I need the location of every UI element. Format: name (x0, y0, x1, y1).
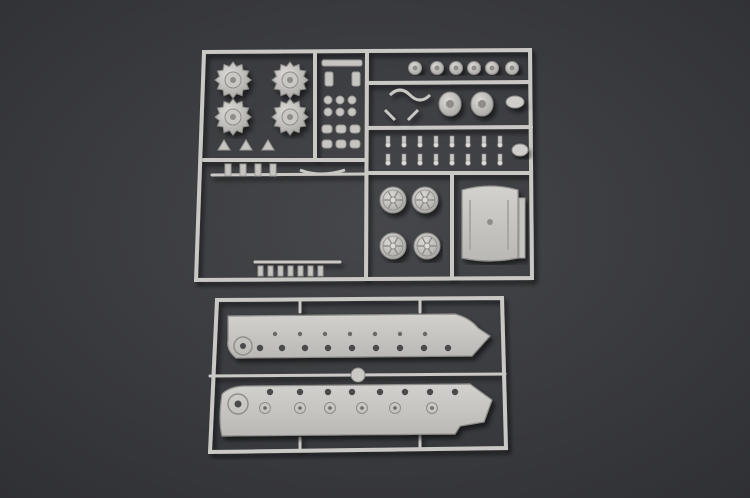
mounting-holes (227, 331, 459, 415)
pin-head (449, 142, 455, 148)
hole (444, 344, 452, 352)
idler-mount (233, 336, 253, 356)
pin-head (497, 160, 503, 166)
bolt (397, 331, 403, 337)
hole (324, 344, 332, 352)
pin-head (401, 160, 407, 166)
bolt (297, 331, 303, 337)
bolt (372, 331, 378, 337)
hole (401, 388, 409, 396)
road-wheels (379, 186, 441, 260)
bolt (422, 331, 428, 337)
hole (426, 388, 434, 396)
hole (324, 388, 332, 396)
bolt (360, 406, 364, 410)
pin-head (497, 142, 503, 148)
fender-part (461, 185, 526, 262)
hole (348, 388, 356, 396)
bolt (298, 406, 302, 410)
roller-hub (509, 65, 515, 71)
hole (296, 388, 304, 396)
hull-side-plates (219, 313, 493, 437)
sprocket-axle (287, 77, 293, 83)
upper-sprue (193, 47, 535, 283)
hole (348, 344, 356, 352)
pin-head (385, 142, 391, 148)
bolt (430, 406, 434, 410)
sprocket-mount (227, 393, 249, 415)
roller-hub (471, 65, 477, 71)
roller-hub (434, 65, 440, 71)
pin-head (449, 160, 455, 166)
hole (256, 344, 264, 352)
upper-small-parts (217, 59, 363, 277)
bogie-parts (383, 88, 529, 157)
bolt (263, 406, 267, 410)
sprue-gate (350, 367, 366, 383)
hole (372, 344, 380, 352)
bolt-ring (389, 402, 401, 414)
bolt-ring (259, 402, 271, 414)
road-wheel-hub (421, 196, 429, 204)
pin-head (481, 160, 487, 166)
hole (301, 344, 309, 352)
bolt (272, 331, 278, 337)
hole (266, 388, 274, 396)
road-wheel-hub (389, 242, 397, 250)
bolt-ring (324, 402, 336, 414)
bolt (322, 331, 328, 337)
roller-hub (489, 65, 495, 71)
sprocket-axle (230, 77, 236, 83)
return-rollers (408, 61, 519, 75)
idler-hole (240, 343, 246, 349)
track-pins (385, 135, 503, 166)
bolt-ring (426, 402, 438, 414)
pin-head (401, 142, 407, 148)
pin-head (385, 160, 391, 166)
hole (278, 344, 286, 352)
road-wheel-hub (423, 242, 431, 250)
hole (396, 344, 404, 352)
sprocket-hole (234, 400, 242, 408)
pin-head (417, 142, 423, 148)
bolt-ring (356, 402, 368, 414)
road-wheel-hub (389, 196, 397, 204)
pin-head (433, 160, 439, 166)
bolt-ring (294, 402, 306, 414)
pin-head (481, 142, 487, 148)
pin-head (465, 142, 471, 148)
sprocket-wheels (214, 61, 309, 136)
sprocket-axle (287, 114, 293, 120)
pin-head (433, 142, 439, 148)
bolt (347, 331, 353, 337)
bolt (328, 406, 332, 410)
roller-hub (412, 65, 418, 71)
roller-hub (453, 65, 459, 71)
sprocket-axle (230, 114, 236, 120)
hole (376, 388, 384, 396)
hole (420, 344, 428, 352)
bolt (393, 406, 397, 410)
pin-head (465, 160, 471, 166)
hull-plate-lower (219, 383, 493, 437)
hole (451, 388, 459, 396)
hull-plate-upper (227, 313, 491, 359)
pin-head (417, 160, 423, 166)
